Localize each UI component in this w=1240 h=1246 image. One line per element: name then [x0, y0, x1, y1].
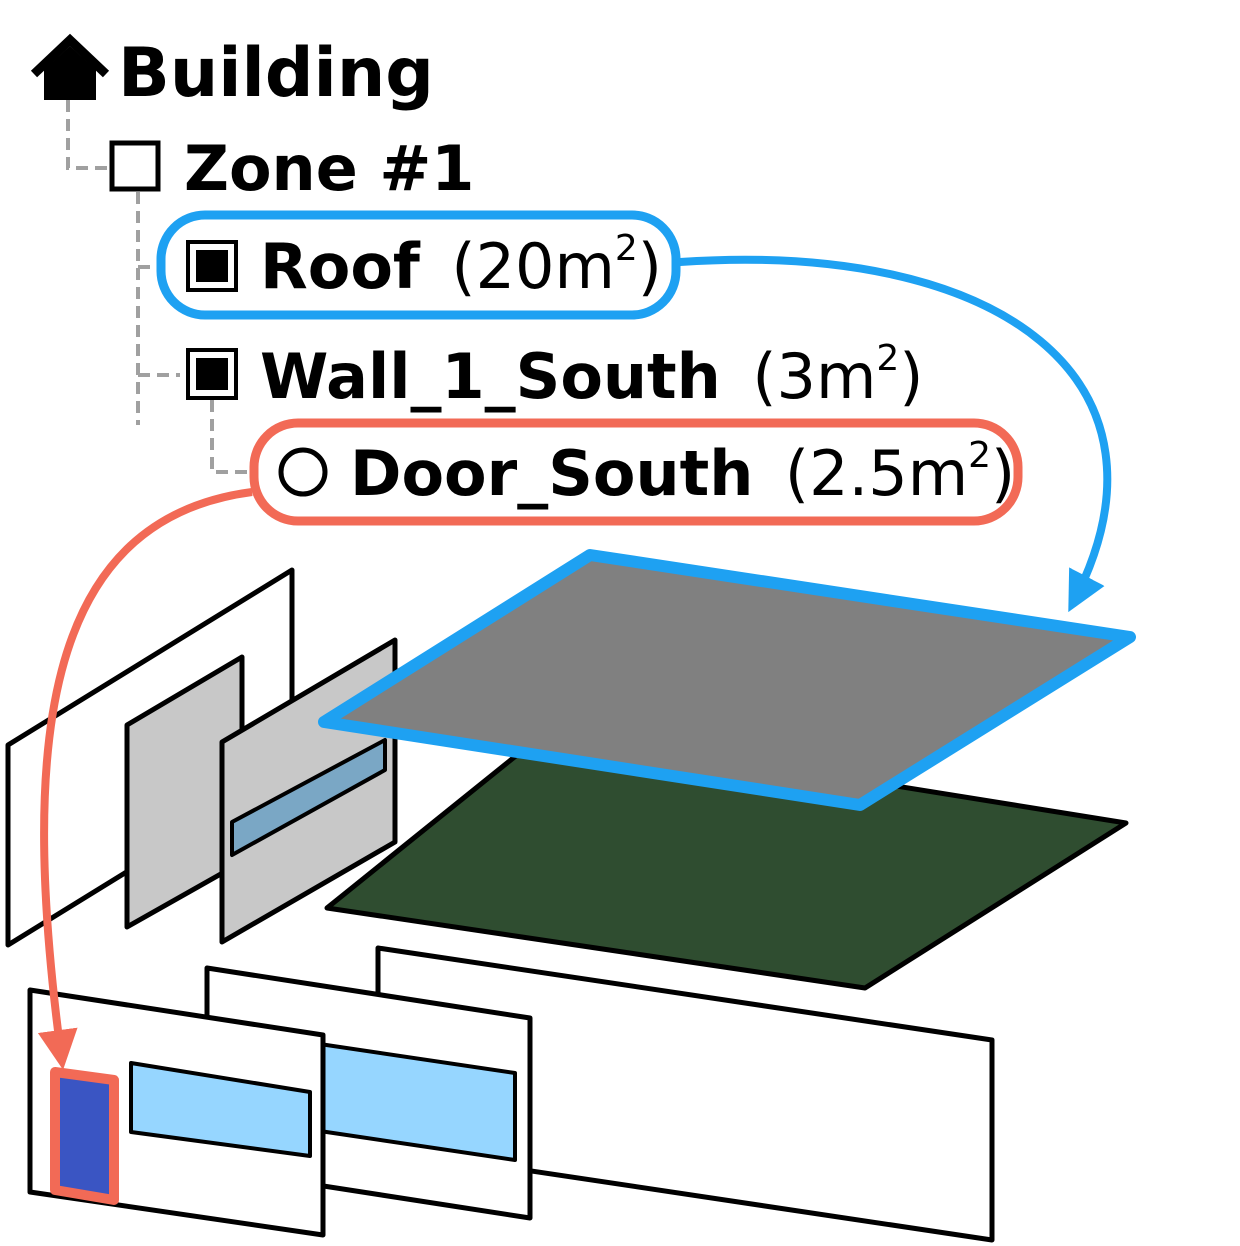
filled-square-icon: [186, 240, 238, 292]
roof-label: Roof: [260, 230, 421, 303]
wall-area-close: ): [899, 340, 923, 413]
roof-area-close: ): [638, 230, 662, 303]
door-label: Door_South: [350, 437, 753, 510]
front-wall-window: [129, 1061, 312, 1158]
roof-area-open: (20m: [451, 230, 614, 303]
tree-item-zone[interactable]: Zone #1: [109, 132, 474, 205]
roof-slab: [318, 549, 1136, 811]
square-outline-icon: [109, 140, 161, 192]
floor-slab: [324, 727, 1129, 991]
circle-outline-icon: [278, 447, 328, 497]
door-area-open: (2.5m: [785, 437, 968, 510]
door-area-close: ): [991, 437, 1015, 510]
door-link-arrow: [37, 488, 253, 1070]
roof-link-arrow: [679, 255, 1112, 613]
upper-wall-group: [5, 567, 398, 948]
door-text: Door_South (2.5m2): [350, 435, 1015, 510]
home-icon: [30, 33, 110, 100]
door-highlight-outline: [249, 418, 1023, 526]
lower-wall-group: [27, 945, 995, 1243]
wall-area-open: (3m: [752, 340, 876, 413]
door-area-sup: 2: [968, 435, 991, 476]
door-south-shape: [50, 1067, 119, 1205]
roof-highlight-outline: [156, 210, 681, 320]
wall-window: [230, 738, 387, 857]
roof-area-sup: 2: [615, 228, 638, 269]
roof-text: Roof (20m2): [260, 228, 662, 303]
wall-area-sup: 2: [876, 338, 899, 379]
filled-square-icon: [186, 348, 238, 400]
wall-text: Wall_1_South (3m2): [260, 338, 923, 413]
zone-label: Zone #1: [184, 132, 474, 205]
tree-item-wall[interactable]: Wall_1_South (3m2): [186, 338, 923, 413]
tree-item-door[interactable]: Door_South (2.5m2): [249, 418, 1023, 526]
building-label: Building: [118, 34, 434, 113]
tree-item-building[interactable]: Building: [30, 33, 434, 113]
tree-item-roof[interactable]: Roof (20m2): [156, 210, 681, 320]
wall-label: Wall_1_South: [260, 340, 721, 413]
